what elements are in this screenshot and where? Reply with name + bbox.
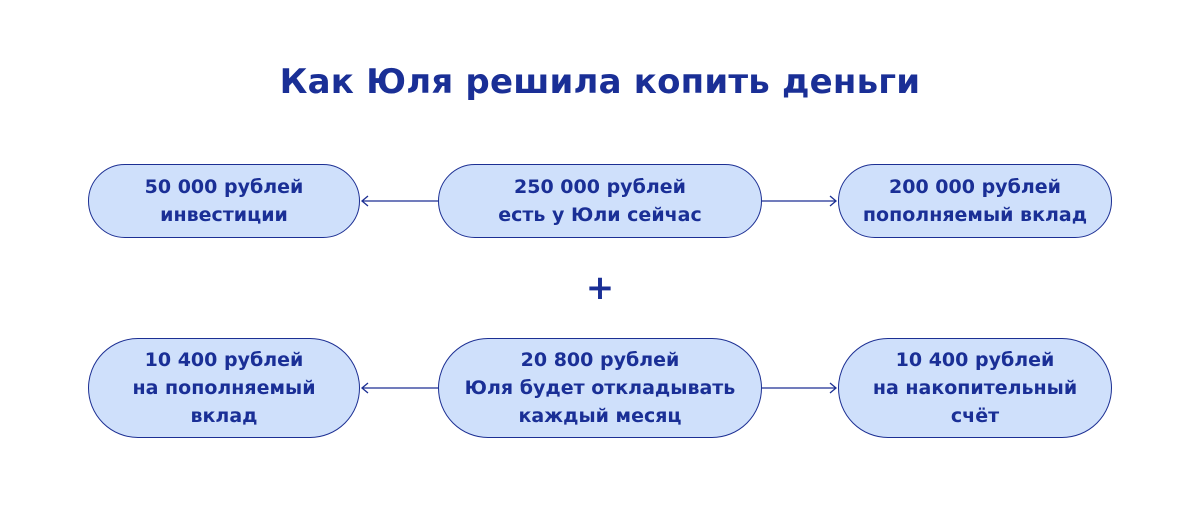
plus-sign: + [585, 268, 615, 308]
node-monthly-deposit: 10 400 рублей на пополняемый вклад [88, 338, 360, 438]
node-label: инвестиции [160, 204, 288, 226]
node-amount: 200 000 рублей [889, 176, 1061, 198]
node-amount: 10 400 рублей [144, 349, 304, 371]
node-amount: 50 000 рублей [144, 176, 304, 198]
node-monthly-savings: 20 800 рублей Юля будет откладывать кажд… [438, 338, 762, 438]
diagram-title: Как Юля решила копить деньги [279, 62, 921, 102]
node-monthly-account: 10 400 рублей на накопительный счёт [838, 338, 1112, 438]
node-amount: 10 400 рублей [895, 349, 1055, 371]
node-current-savings: 250 000 рублей есть у Юли сейчас [438, 164, 762, 238]
node-deposit: 200 000 рублей пополняемый вклад [838, 164, 1112, 238]
node-label: пополняемый вклад [862, 204, 1088, 226]
node-label: на пополняемый [132, 377, 316, 399]
node-amount: 250 000 рублей [514, 176, 686, 198]
node-label: счёт [950, 405, 1000, 427]
node-amount: 20 800 рублей [520, 349, 680, 371]
node-label: Юля будет откладывать [464, 377, 736, 399]
node-label: каждый месяц [518, 405, 682, 427]
node-label: на накопительный [872, 377, 1078, 399]
node-investments: 50 000 рублей инвестиции [88, 164, 360, 238]
node-label: вклад [190, 405, 258, 427]
node-label: есть у Юли сейчас [498, 204, 702, 226]
